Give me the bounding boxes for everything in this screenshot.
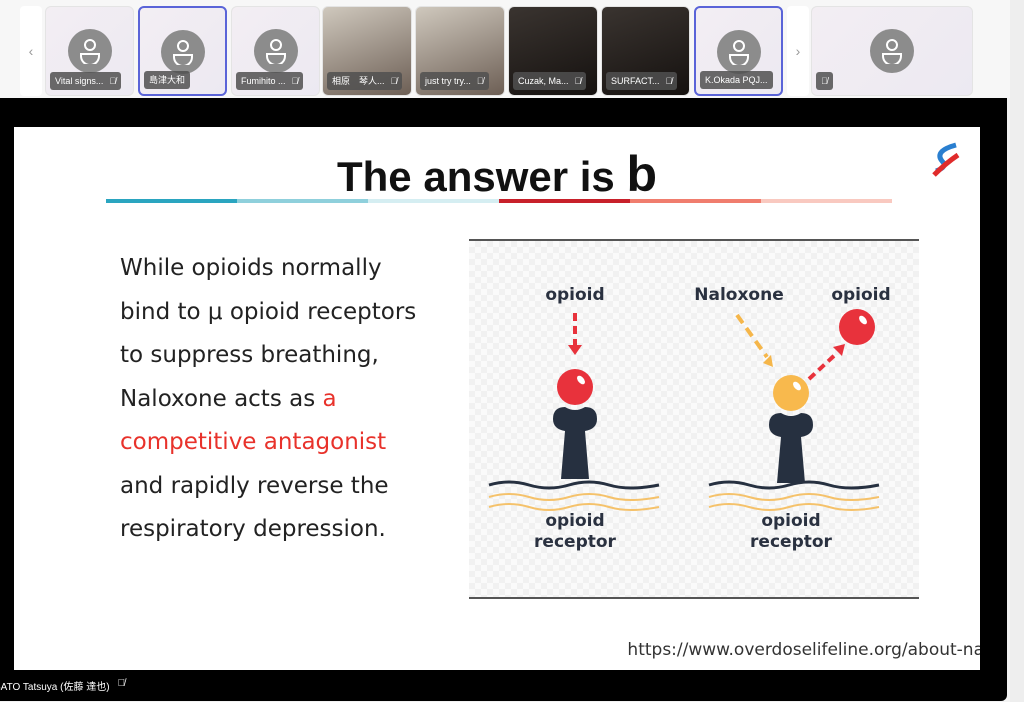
participant-tile[interactable]: K.Okada PQJ... <box>694 6 783 96</box>
participant-tile[interactable]: Vital signs... 🎙̸ <box>45 6 134 96</box>
prev-page-button[interactable]: ‹ <box>20 6 42 96</box>
mic-muted-icon: 🎙̸ <box>109 76 117 86</box>
divider-segment <box>630 199 761 203</box>
participant-name: 島津大和 <box>149 75 186 85</box>
participant-tile[interactable]: just try try... 🎙̸ <box>415 6 505 96</box>
next-page-button[interactable]: › <box>787 6 809 96</box>
participant-name: Cuzak, Ma... <box>518 76 569 86</box>
opioid-label: opioid <box>545 285 605 305</box>
mic-muted-icon: 🎙̸ <box>291 76 299 86</box>
left-receptor-graphic <box>488 313 660 511</box>
participant-tile[interactable]: 🎙̸ <box>811 6 973 96</box>
participant-name: Fumihito ... <box>241 76 286 86</box>
slide-title: The answer is b <box>337 146 657 202</box>
participant-tile[interactable]: Fumihito ... 🎙̸ <box>231 6 320 96</box>
participant-nametag: SURFACT... 🎙̸ <box>606 72 678 90</box>
answer-letter: b <box>626 146 657 202</box>
participant-tile[interactable]: SURFACT... 🎙̸ <box>601 6 690 96</box>
title-divider <box>106 199 892 203</box>
mic-muted-icon: 🎙̸ <box>821 76 828 86</box>
avatar-icon <box>253 29 298 73</box>
right-receptor-graphic <box>708 309 880 511</box>
divider-segment <box>761 199 892 203</box>
participant-tile[interactable]: Cuzak, Ma... 🎙̸ <box>508 6 598 96</box>
speaker-nametag: SATO Tatsuya (佐藤 達也)🎙̸ <box>0 678 126 693</box>
side-panel-edge <box>1010 0 1024 702</box>
participant-tile[interactable]: 島津大和 <box>138 6 227 96</box>
avatar-icon <box>716 30 761 74</box>
chevron-right-icon: › <box>795 43 801 59</box>
participant-nametag: Fumihito ... 🎙̸ <box>236 72 304 90</box>
participant-nametag: just try try... 🎙̸ <box>420 72 489 90</box>
divider-segment <box>368 199 499 203</box>
participant-name: just try try... <box>425 76 471 86</box>
participant-name: 相原 琴人... <box>332 76 385 86</box>
mic-muted-icon: 🎙̸ <box>665 76 673 86</box>
mic-muted-icon: 🎙̸ <box>390 76 398 86</box>
logo-icon <box>932 142 960 177</box>
divider-segment <box>106 199 237 203</box>
shared-screen: The answer is b While opioids normally b… <box>0 98 1007 701</box>
avatar-icon <box>67 29 112 73</box>
slide-body-text: While opioids normally bind to μ opioid … <box>120 255 417 542</box>
participant-tile[interactable]: 相原 琴人... 🎙̸ <box>322 6 412 96</box>
participant-name: K.Okada PQJ... <box>705 75 768 85</box>
participant-name: Vital signs... <box>55 76 104 86</box>
participant-name: SURFACT... <box>611 76 660 86</box>
mic-muted-icon: 🎙̸ <box>574 76 582 86</box>
presentation-slide: The answer is b While opioids normally b… <box>14 127 980 670</box>
participant-nametag: 相原 琴人... 🎙̸ <box>327 72 403 90</box>
participant-nametag: Cuzak, Ma... 🎙̸ <box>513 72 587 90</box>
chevron-left-icon: ‹ <box>28 43 34 59</box>
divider-segment <box>237 199 368 203</box>
highlighted-text: a competitive antagonist <box>120 385 387 456</box>
participant-nametag: 🎙̸ <box>816 72 833 90</box>
naloxone-label: Naloxone <box>694 285 784 305</box>
source-url: https://www.overdoselifeline.org/about-n… <box>627 640 980 660</box>
avatar-icon <box>870 29 914 73</box>
mic-muted-icon: 🎙̸ <box>476 76 484 86</box>
participant-nametag: 島津大和 <box>144 71 191 89</box>
opioid-label: opioid <box>831 285 891 305</box>
avatar-icon <box>160 30 205 74</box>
mic-muted-icon: 🎙̸ <box>117 678 126 689</box>
participant-nametag: Vital signs... 🎙̸ <box>50 72 122 90</box>
participant-nametag: K.Okada PQJ... <box>700 71 773 89</box>
divider-segment <box>499 199 630 203</box>
